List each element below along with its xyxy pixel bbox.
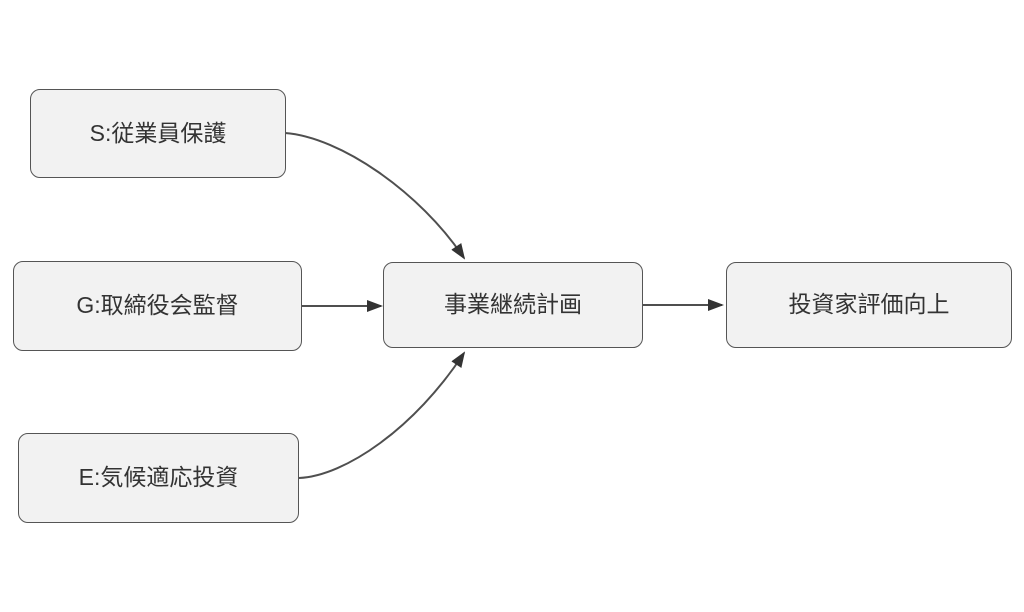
- node-label: 投資家評価向上: [788, 291, 950, 318]
- node-g-board-oversight: G:取締役会監督: [13, 261, 302, 351]
- edge-e-to-bcp: [298, 351, 466, 479]
- edge-s-to-bcp: [284, 132, 466, 260]
- node-label: E:気候適応投資: [78, 464, 239, 491]
- node-investor-evaluation-improvement: 投資家評価向上: [726, 262, 1012, 348]
- node-business-continuity-plan: 事業継続計画: [383, 262, 643, 348]
- node-s-employee-protection: S:従業員保護: [30, 89, 286, 178]
- node-label: 事業継続計画: [444, 291, 582, 318]
- node-label: S:従業員保護: [89, 119, 227, 146]
- node-label: G:取締役会監督: [76, 292, 239, 319]
- node-e-climate-adaptation-investment: E:気候適応投資: [18, 433, 299, 523]
